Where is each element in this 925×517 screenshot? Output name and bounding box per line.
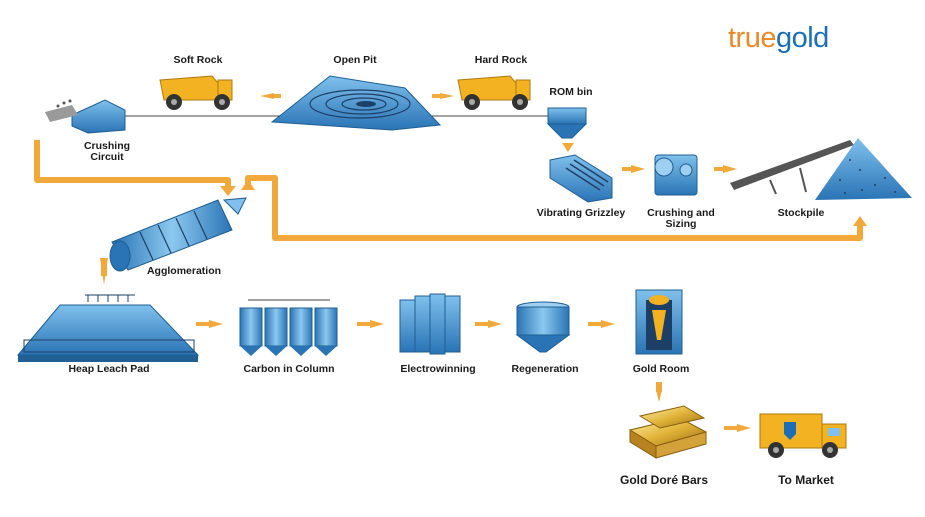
arrow-right xyxy=(370,320,384,328)
arrow-right xyxy=(723,165,737,173)
label-hard-rock: Hard Rock xyxy=(474,54,528,66)
crushing-sizing-machine xyxy=(654,154,698,196)
arrow-left xyxy=(260,93,274,99)
label-crushing-circuit-line1: Crushing xyxy=(83,140,131,152)
hard-rock-truck xyxy=(457,75,531,110)
flow-path-stockpile-return xyxy=(245,175,863,241)
heap-leach-pad xyxy=(16,294,200,362)
logo-part-gold: gold xyxy=(775,22,829,54)
label-crushing-sizing-line2: Sizing xyxy=(665,218,697,230)
arrow-right xyxy=(488,320,502,328)
arrow-head-down xyxy=(220,186,236,196)
crushing-circuit-machine xyxy=(45,99,126,134)
label-rom-bin: ROM bin xyxy=(549,86,593,98)
flow-path-lines xyxy=(34,140,863,241)
flow-path-crushing-to-agglomeration xyxy=(34,140,231,187)
label-heap-leach-pad: Heap Leach Pad xyxy=(68,363,150,375)
label-agglomeration: Agglomeration xyxy=(146,265,222,277)
label-crushing-sizing-line1: Crushing and xyxy=(647,207,715,219)
agglomeration-drum xyxy=(109,197,247,272)
gold-dore-bars xyxy=(628,405,708,459)
label-crushing-circuit-line2: Circuit xyxy=(90,151,124,163)
open-pit xyxy=(270,75,442,131)
regeneration-tank xyxy=(515,301,571,353)
label-soft-rock: Soft Rock xyxy=(173,54,223,66)
carbon-in-column-tanks xyxy=(239,299,338,356)
arrow-down xyxy=(562,143,574,152)
arrow-right xyxy=(209,320,223,328)
arrow-down xyxy=(656,390,662,402)
label-carbon-in-column: Carbon in Column xyxy=(243,363,335,375)
arrow-right xyxy=(440,93,454,99)
vibrating-grizzley xyxy=(549,154,613,203)
arrow-right xyxy=(631,165,645,173)
electrowinning-cells xyxy=(399,293,461,355)
arrow-right xyxy=(737,424,751,432)
label-electrowinning: Electrowinning xyxy=(400,363,476,375)
label-stockpile: Stockpile xyxy=(777,207,825,219)
arrow-right xyxy=(601,320,615,328)
arrow-head-up xyxy=(853,216,867,226)
label-gold-room: Gold Room xyxy=(632,363,690,375)
armored-truck xyxy=(759,413,847,458)
soft-rock-truck xyxy=(159,75,233,110)
logo-part-true: true xyxy=(728,22,776,54)
arrow-head-up xyxy=(241,180,255,190)
label-gold-dore-bars: Gold Doré Bars xyxy=(619,473,709,487)
label-open-pit: Open Pit xyxy=(333,54,377,66)
stockpile xyxy=(730,138,912,200)
rom-bin xyxy=(546,107,588,139)
flow-chevrons xyxy=(100,93,751,432)
gold-room xyxy=(635,289,683,355)
label-to-market: To Market xyxy=(778,473,834,487)
label-vibrating-grizzley: Vibrating Grizzley xyxy=(536,207,626,219)
truegold-logo: truegold xyxy=(728,22,829,55)
label-regeneration: Regeneration xyxy=(511,363,579,375)
